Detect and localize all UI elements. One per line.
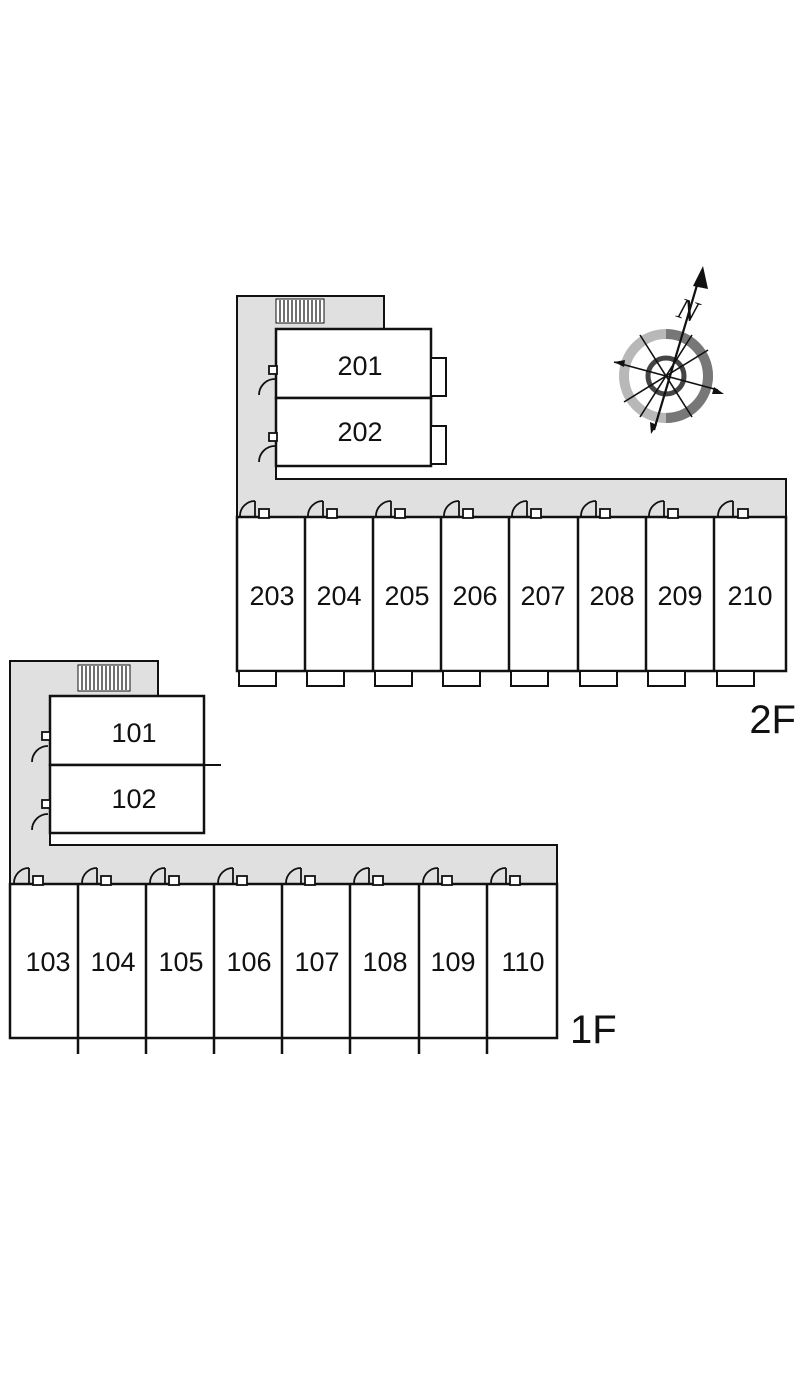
unit-110: 110 xyxy=(490,867,545,977)
door-105 xyxy=(149,867,180,886)
unit-label-102: 102 xyxy=(111,784,156,814)
door-203 xyxy=(239,500,270,519)
unit-103: 103 xyxy=(13,867,71,977)
unit-label-209: 209 xyxy=(657,581,702,611)
unit-label-208: 208 xyxy=(589,581,634,611)
balcony-208 xyxy=(579,670,618,687)
unit-label-104: 104 xyxy=(90,947,135,977)
unit-label-204: 204 xyxy=(316,581,361,611)
unit-label-207: 207 xyxy=(520,581,565,611)
unit-label-106: 106 xyxy=(226,947,271,977)
door-205 xyxy=(375,500,406,519)
row-block-1f xyxy=(8,882,559,1040)
row-block-2f xyxy=(235,515,788,673)
unit-206: 206 xyxy=(442,500,498,687)
unit-210: 210 xyxy=(716,500,773,687)
unit-label-210: 210 xyxy=(727,581,772,611)
door-209 xyxy=(648,500,679,519)
north-label: N xyxy=(672,291,704,329)
unit-label-108: 108 xyxy=(362,947,407,977)
door-202 xyxy=(258,432,278,463)
door-208 xyxy=(580,500,611,519)
compass-icon: N xyxy=(613,266,724,434)
unit-208: 208 xyxy=(579,500,635,687)
unit-label-203: 203 xyxy=(249,581,294,611)
unit-label-103: 103 xyxy=(25,947,70,977)
floor-1f: 101 102 103 104 xyxy=(8,660,617,1054)
floor-label-1f: 1F xyxy=(570,1008,617,1052)
stairs-1f xyxy=(77,664,131,692)
balcony-203 xyxy=(238,670,277,687)
unit-label-105: 105 xyxy=(158,947,203,977)
unit-label-110: 110 xyxy=(501,947,544,977)
unit-104: 104 xyxy=(81,867,136,977)
floor-label-2f: 2F xyxy=(749,698,796,742)
unit-102 xyxy=(48,763,206,835)
door-102 xyxy=(31,799,51,831)
balcony-210 xyxy=(716,670,755,687)
door-107 xyxy=(285,867,316,886)
door-104 xyxy=(81,867,112,886)
floor-2f: 201 202 203 204 xyxy=(235,295,796,742)
unit-108: 108 xyxy=(353,867,408,977)
unit-label-101: 101 xyxy=(111,718,156,748)
door-109 xyxy=(422,867,453,886)
door-201 xyxy=(258,365,278,396)
unit-202 xyxy=(274,396,433,468)
door-204 xyxy=(307,500,338,519)
door-108 xyxy=(353,867,384,886)
unit-label-107: 107 xyxy=(294,947,339,977)
unit-label-202: 202 xyxy=(337,417,382,447)
balcony-204 xyxy=(306,670,345,687)
unit-label-206: 206 xyxy=(452,581,497,611)
balcony-201 xyxy=(430,357,447,397)
door-110 xyxy=(490,867,521,886)
door-210 xyxy=(717,500,749,519)
unit-label-201: 201 xyxy=(337,351,382,381)
unit-209: 209 xyxy=(647,500,703,687)
unit-203: 203 xyxy=(238,500,295,687)
stairs-2f xyxy=(275,298,325,324)
balcony-209 xyxy=(647,670,686,687)
door-206 xyxy=(443,500,474,519)
unit-105: 105 xyxy=(149,867,204,977)
unit-207: 207 xyxy=(510,500,566,687)
unit-label-205: 205 xyxy=(384,581,429,611)
balcony-205 xyxy=(374,670,413,687)
door-103 xyxy=(13,867,44,886)
balcony-202 xyxy=(430,425,447,465)
balcony-207 xyxy=(510,670,549,687)
unit-204: 204 xyxy=(306,500,362,687)
unit-107: 107 xyxy=(285,867,340,977)
door-106 xyxy=(217,867,248,886)
balcony-206 xyxy=(442,670,481,687)
unit-label-109: 109 xyxy=(430,947,475,977)
unit-106: 106 xyxy=(217,867,272,977)
unit-109: 109 xyxy=(422,867,476,977)
unit-205: 205 xyxy=(374,500,430,687)
door-101 xyxy=(31,731,51,763)
door-207 xyxy=(511,500,542,519)
